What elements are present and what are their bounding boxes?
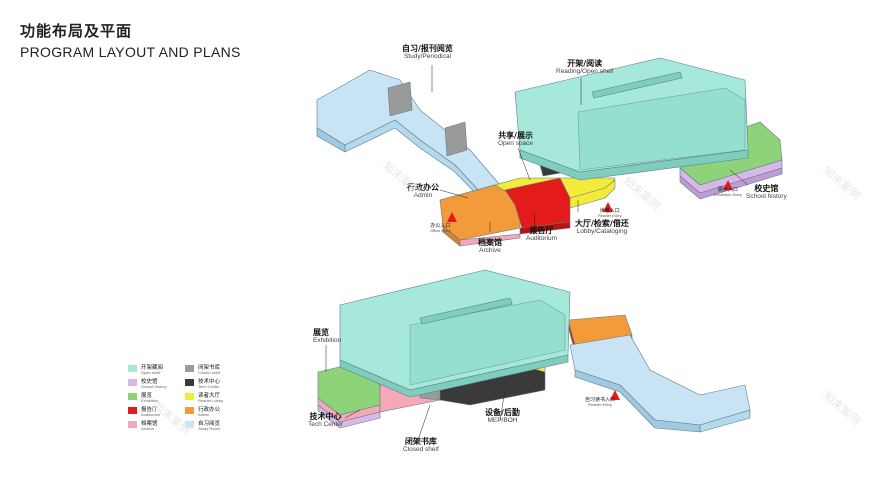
label-closed-shelf: 闭架书库 Closed shelf [403,437,439,454]
exhibition-entry-label: 展示入口 Exhibition Entry [714,187,742,197]
legend-swatch [185,407,194,414]
legend-item: 技术中心 Tech Center [185,377,247,393]
legend-item: 自习阅览 Study Room [185,419,247,435]
page-title: 功能布局及平面 [20,22,133,40]
label-study-periodical: 自习/报刊阅览 Study/Periodical [402,44,453,61]
legend-swatch [185,379,194,386]
legend-swatch [128,407,137,414]
label-lobby: 大厅/检索/借还 Lobby/Cataloging [575,219,629,236]
self-study-entry-label: 自习读书入口 Reader Entry [585,397,616,407]
label-admin: 行政办公 Admin [407,183,439,200]
top-podium [439,177,616,247]
legend-item: 展览 Exhibition [128,391,190,407]
bottom-axonometric [317,269,751,433]
exhibition-open-shelf-volume [339,269,571,398]
bottom-study-ramp [569,334,751,433]
legend-item: 开架藏阅 Open shelf [128,363,190,379]
label-auditorium: 报告厅 Auditorium [526,226,558,243]
legend-item: 读者大厅 Reader Lobby [185,391,247,407]
page-subtitle: PROGRAM LAYOUT AND PLANS [20,44,241,60]
legend-swatch [128,393,137,400]
legend-item: 档案馆 Archive [128,419,190,435]
label-exhibition: 展览 Exhibition [313,328,342,345]
legend-swatch [128,379,137,386]
top-axonometric [316,57,783,247]
label-reading-open-shelf: 开架/阅读 Reading/Open shelf [556,59,614,76]
label-mep-boh: 设备/后勤 MEP/BOH [485,408,520,425]
legend-item: 报告厅 Auditorium [128,405,190,421]
self-study-entry-marker [610,390,620,400]
legend-item: 行政办公 Admin [185,405,247,421]
label-archive: 档案馆 Archive [478,238,502,255]
legend-item: 闭架书库 Closed shelf [185,363,247,379]
office-entry-label: 办公入口 Office Entry [430,223,451,233]
leader-lines [325,65,749,441]
legend-item: 校史馆 School History [128,377,190,393]
label-open-space: 共享/展示 Open space [498,131,534,148]
reading-open-shelf-volume [514,57,749,181]
legend-swatch [185,421,194,428]
legend-swatch [185,393,194,400]
study-periodical-volume [316,69,501,199]
entry-markers [447,180,733,400]
reader-entry-marker [603,202,613,212]
label-tech-center: 技术中心 Tech Center [308,412,344,429]
office-entry-marker [447,212,457,222]
legend-swatch [128,421,137,428]
exhibition-entry-marker [723,180,733,190]
legend-swatch [185,365,194,372]
legend-swatch [128,365,137,372]
label-school-history: 校史馆 School history [746,184,787,201]
reader-entry-label: 读者入口 Reader Entry [598,208,622,218]
